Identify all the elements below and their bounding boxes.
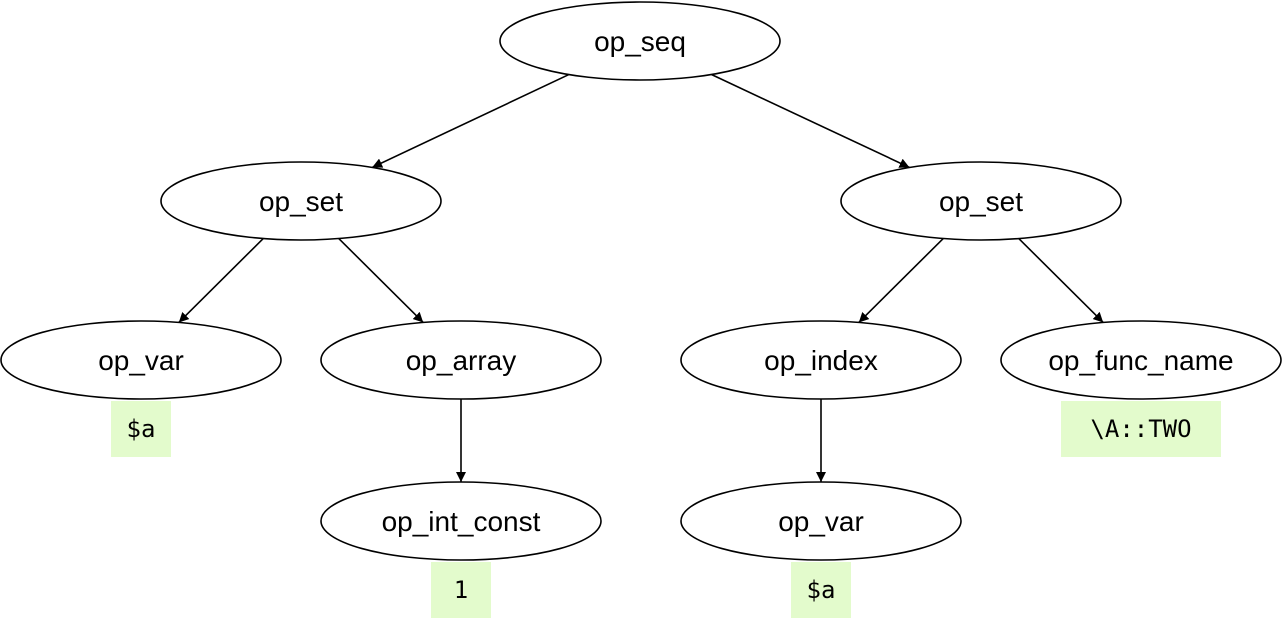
value-tag-box [431,562,491,618]
node-ellipse [320,320,602,400]
edge-root-to-set_right [711,73,910,169]
nodes: op_seq op_set op_set op_var op_array op_int_c… [0,1,1282,561]
edge-set_left-to-var_a [178,237,264,324]
value-tag-text: $a [127,415,156,443]
node-ellipse [1000,320,1282,400]
value-tag-text: 1 [454,576,468,604]
value-tag-text: \A::TWO [1090,415,1191,443]
node-ellipse [680,481,962,561]
value-tag-var-b: $a [791,562,851,618]
value-tag-box [1061,401,1221,457]
node-func-name: op_func_name [1000,320,1282,400]
edge-set_left-to-array [338,237,424,324]
node-label: op_set [939,186,1023,217]
value-tag-box [791,562,851,618]
node-ellipse [680,320,962,400]
node-label: op_set [259,186,343,217]
node-ellipse [0,320,282,400]
node-label: op_int_const [382,506,541,537]
node-array: op_array [320,320,602,400]
edges [178,73,1104,482]
node-index: op_index [680,320,962,400]
value-tag-box [111,401,171,457]
edge-set_right-to-func_name [1018,237,1104,324]
node-ellipse [499,1,781,81]
node-label: op_func_name [1048,345,1233,376]
node-label: op_var [778,506,864,537]
value-tags: $a1$a\A::TWO [111,401,1221,618]
value-tag-func-name: \A::TWO [1061,401,1221,457]
value-tag-int-const: 1 [431,562,491,618]
node-var-a: op_var [0,320,282,400]
node-var-b: op_var [680,481,962,561]
node-label: op_index [764,345,878,376]
node-label: op_var [98,345,184,376]
value-tag-var-a: $a [111,401,171,457]
node-set-left: op_set [160,161,442,241]
value-tag-text: $a [807,576,836,604]
node-ellipse [320,481,602,561]
edge-root-to-set_left [371,73,570,169]
edge-set_right-to-index [858,237,944,324]
node-label: op_array [406,345,517,376]
node-label: op_seq [594,26,686,57]
node-int-const: op_int_const [320,481,602,561]
node-ellipse [160,161,442,241]
node-set-right: op_set [840,161,1122,241]
node-ellipse [840,161,1122,241]
node-root: op_seq [499,1,781,81]
